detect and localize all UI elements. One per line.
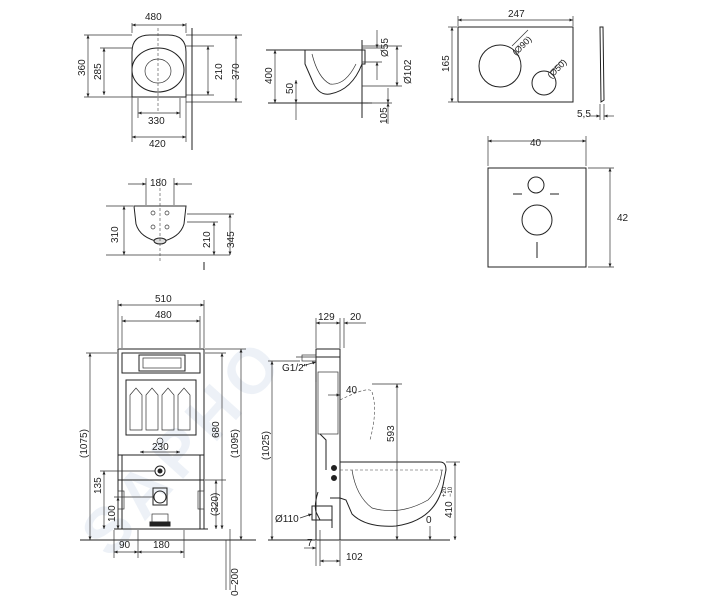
dim-pan-side-d-pipe: Ø102 [403,59,414,84]
dim-side-bottom-b: 102 [346,552,363,563]
dim-plate-thickness: 5,5 [577,109,591,120]
dim-plate-small: (Ø50) [545,57,568,80]
dim-pan-top-outer: 360 [77,59,88,76]
dim-frame-inner-width: 480 [155,310,172,321]
dim-pan-side-drop: 105 [379,107,390,124]
dim-frame-total-height: (1075) [79,429,90,458]
dim-pan-front-total: 345 [226,231,237,248]
dim-side-pipe: Ø110 [275,514,299,525]
dim-side-depth-b: 20 [350,312,362,323]
dim-frame-left-a: 135 [93,477,104,494]
dim-plate-height: 165 [441,55,452,72]
dim-mat-height: 42 [617,213,629,224]
dim-frame-outer-height: (1095) [230,429,241,458]
pan-front-view: 180 310 210 345 [106,178,237,270]
flush-plate: (Ø90) (Ø50) 247 165 5,5 [441,9,614,120]
dim-frame-low-height: (320) [210,493,221,516]
dim-frame-adjust: 0–200 [230,568,241,596]
dim-side-tol-dn: −10 [448,486,454,497]
dim-side-seat-height: 410 [444,501,455,518]
dim-pan-top-width: 480 [145,12,162,23]
dim-pan-front-width: 180 [150,178,167,189]
dim-frame-base-b: 180 [153,540,170,551]
frame-side-view: 129 20 G1/2" 40 (1025) 593 Ø110 410 +20 … [261,312,460,566]
dim-pan-side-height: 400 [264,67,275,84]
dim-side-depth-a: 129 [318,312,335,323]
dim-pan-front-height: 310 [110,226,121,243]
insulation-mat: 40 42 [487,136,629,268]
dim-pan-top-base: 330 [148,116,165,127]
dim-pan-top-inner: 285 [93,63,104,80]
pan-side-view: 400 50 Ø55 Ø102 105 [264,30,414,124]
dim-side-total-height: (1025) [261,431,272,460]
label-thread: G1/2" [282,363,308,374]
pan-top-view: 480 360 285 210 370 330 420 [77,12,242,150]
dim-plate-width: 247 [508,9,525,20]
label-floor-level: 0 [426,515,432,526]
dim-pan-front-holes: 210 [202,231,213,248]
dim-frame-mid-height: 680 [211,421,222,438]
dim-plate-big: (Ø90) [510,34,533,57]
dim-pan-top-holes-a: 210 [214,63,225,80]
dim-mat-width: 40 [530,138,542,149]
dim-side-outlet-height: 593 [386,425,397,442]
dim-side-tol-up: +20 [442,486,448,497]
dim-side-offset: 40 [346,385,358,396]
frame-front-view: 510 480 (1075) 135 100 230 680 (1095) (3… [79,294,256,596]
dim-frame-spacing: 230 [152,442,169,453]
dim-pan-side-outlet: 50 [285,82,296,94]
dim-pan-side-d-outlet: Ø55 [380,38,391,57]
dim-pan-top-depth: 420 [149,139,166,150]
dim-frame-base-a: 90 [119,540,131,551]
dim-side-bottom-a: 7 [307,538,313,549]
dim-frame-outer-width: 510 [155,294,172,305]
dim-frame-left-b: 100 [107,505,118,522]
dim-pan-top-holes-b: 370 [231,63,242,80]
